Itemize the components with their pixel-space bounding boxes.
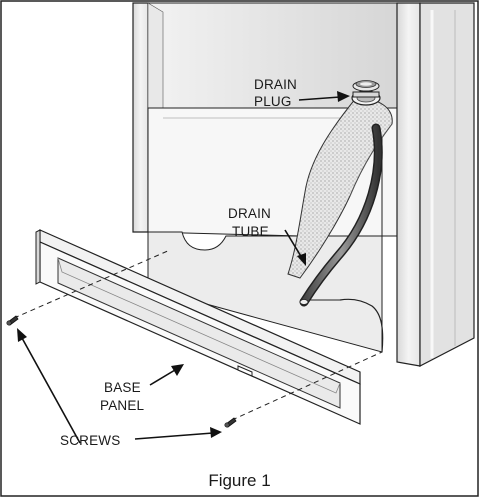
label-base-panel-line-2: PANEL bbox=[100, 398, 145, 413]
drain-hose bbox=[287, 97, 393, 279]
base-panel bbox=[35, 229, 361, 425]
label-drain-plug: DRAIN PLUG bbox=[254, 77, 297, 109]
label-drain-plug-line-2: PLUG bbox=[254, 94, 292, 109]
label-drain-tube-line-2: TUBE bbox=[232, 224, 269, 239]
label-drain-tube: DRAIN TUBE bbox=[228, 206, 271, 239]
screw-right-icon bbox=[224, 417, 237, 428]
drain-plug bbox=[351, 80, 381, 106]
label-base-panel: BASE PANEL bbox=[100, 380, 145, 413]
leader-lines bbox=[17, 91, 350, 444]
label-base-panel-line-1: BASE bbox=[104, 380, 141, 395]
screw-left-icon bbox=[6, 315, 19, 326]
label-drain-plug-line-1: DRAIN bbox=[254, 77, 297, 92]
figure-caption: Figure 1 bbox=[208, 471, 270, 490]
label-screws: SCREWS bbox=[60, 433, 120, 448]
label-drain-tube-line-1: DRAIN bbox=[228, 206, 271, 221]
drain-tube bbox=[299, 123, 383, 307]
screw-guides bbox=[13, 249, 383, 421]
